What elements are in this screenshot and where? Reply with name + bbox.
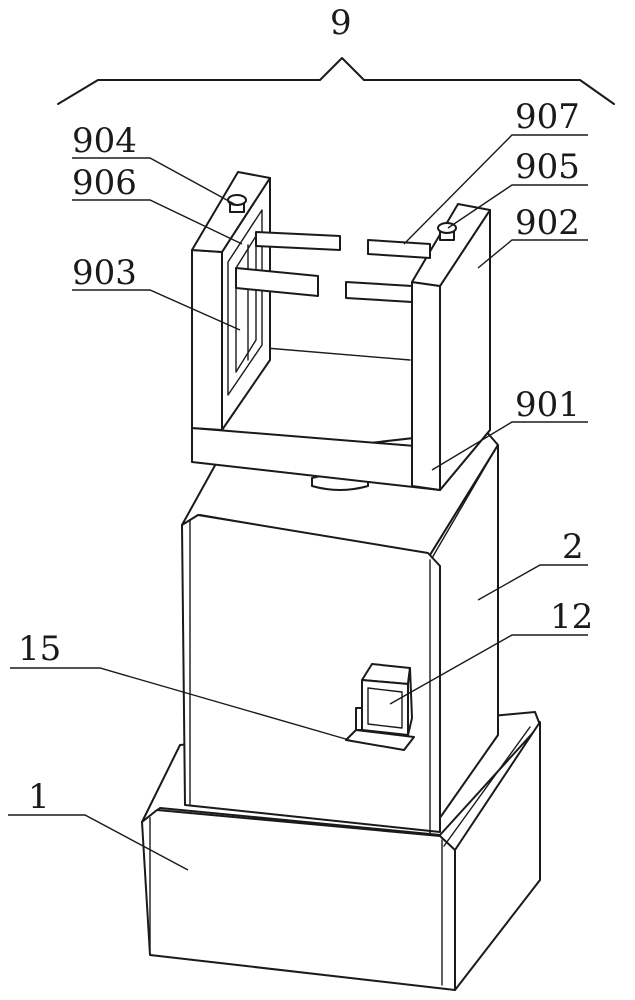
label-slot: 903 bbox=[72, 253, 137, 293]
label-assembly: 9 bbox=[330, 3, 352, 43]
switch-box bbox=[361, 663, 413, 736]
label-frame-base: 901 bbox=[515, 385, 580, 425]
label-rail: 906 bbox=[72, 163, 137, 203]
mounting-bracket bbox=[345, 707, 415, 751]
assembly-brace bbox=[57, 57, 615, 105]
label-column: 2 bbox=[562, 527, 584, 567]
bolt-right-icon bbox=[437, 222, 457, 241]
bolt-left-icon bbox=[227, 194, 247, 213]
label-bolt-left: 904 bbox=[72, 121, 137, 161]
label-side-plate: 902 bbox=[515, 203, 580, 243]
frame-assembly bbox=[191, 171, 491, 491]
label-bracket: 15 bbox=[18, 629, 61, 669]
label-switch-box: 12 bbox=[550, 597, 593, 637]
label-clamp-arm: 907 bbox=[515, 97, 580, 137]
label-bolt-right: 905 bbox=[515, 147, 580, 187]
leader-lines bbox=[8, 134, 588, 871]
label-base: 1 bbox=[28, 777, 50, 817]
